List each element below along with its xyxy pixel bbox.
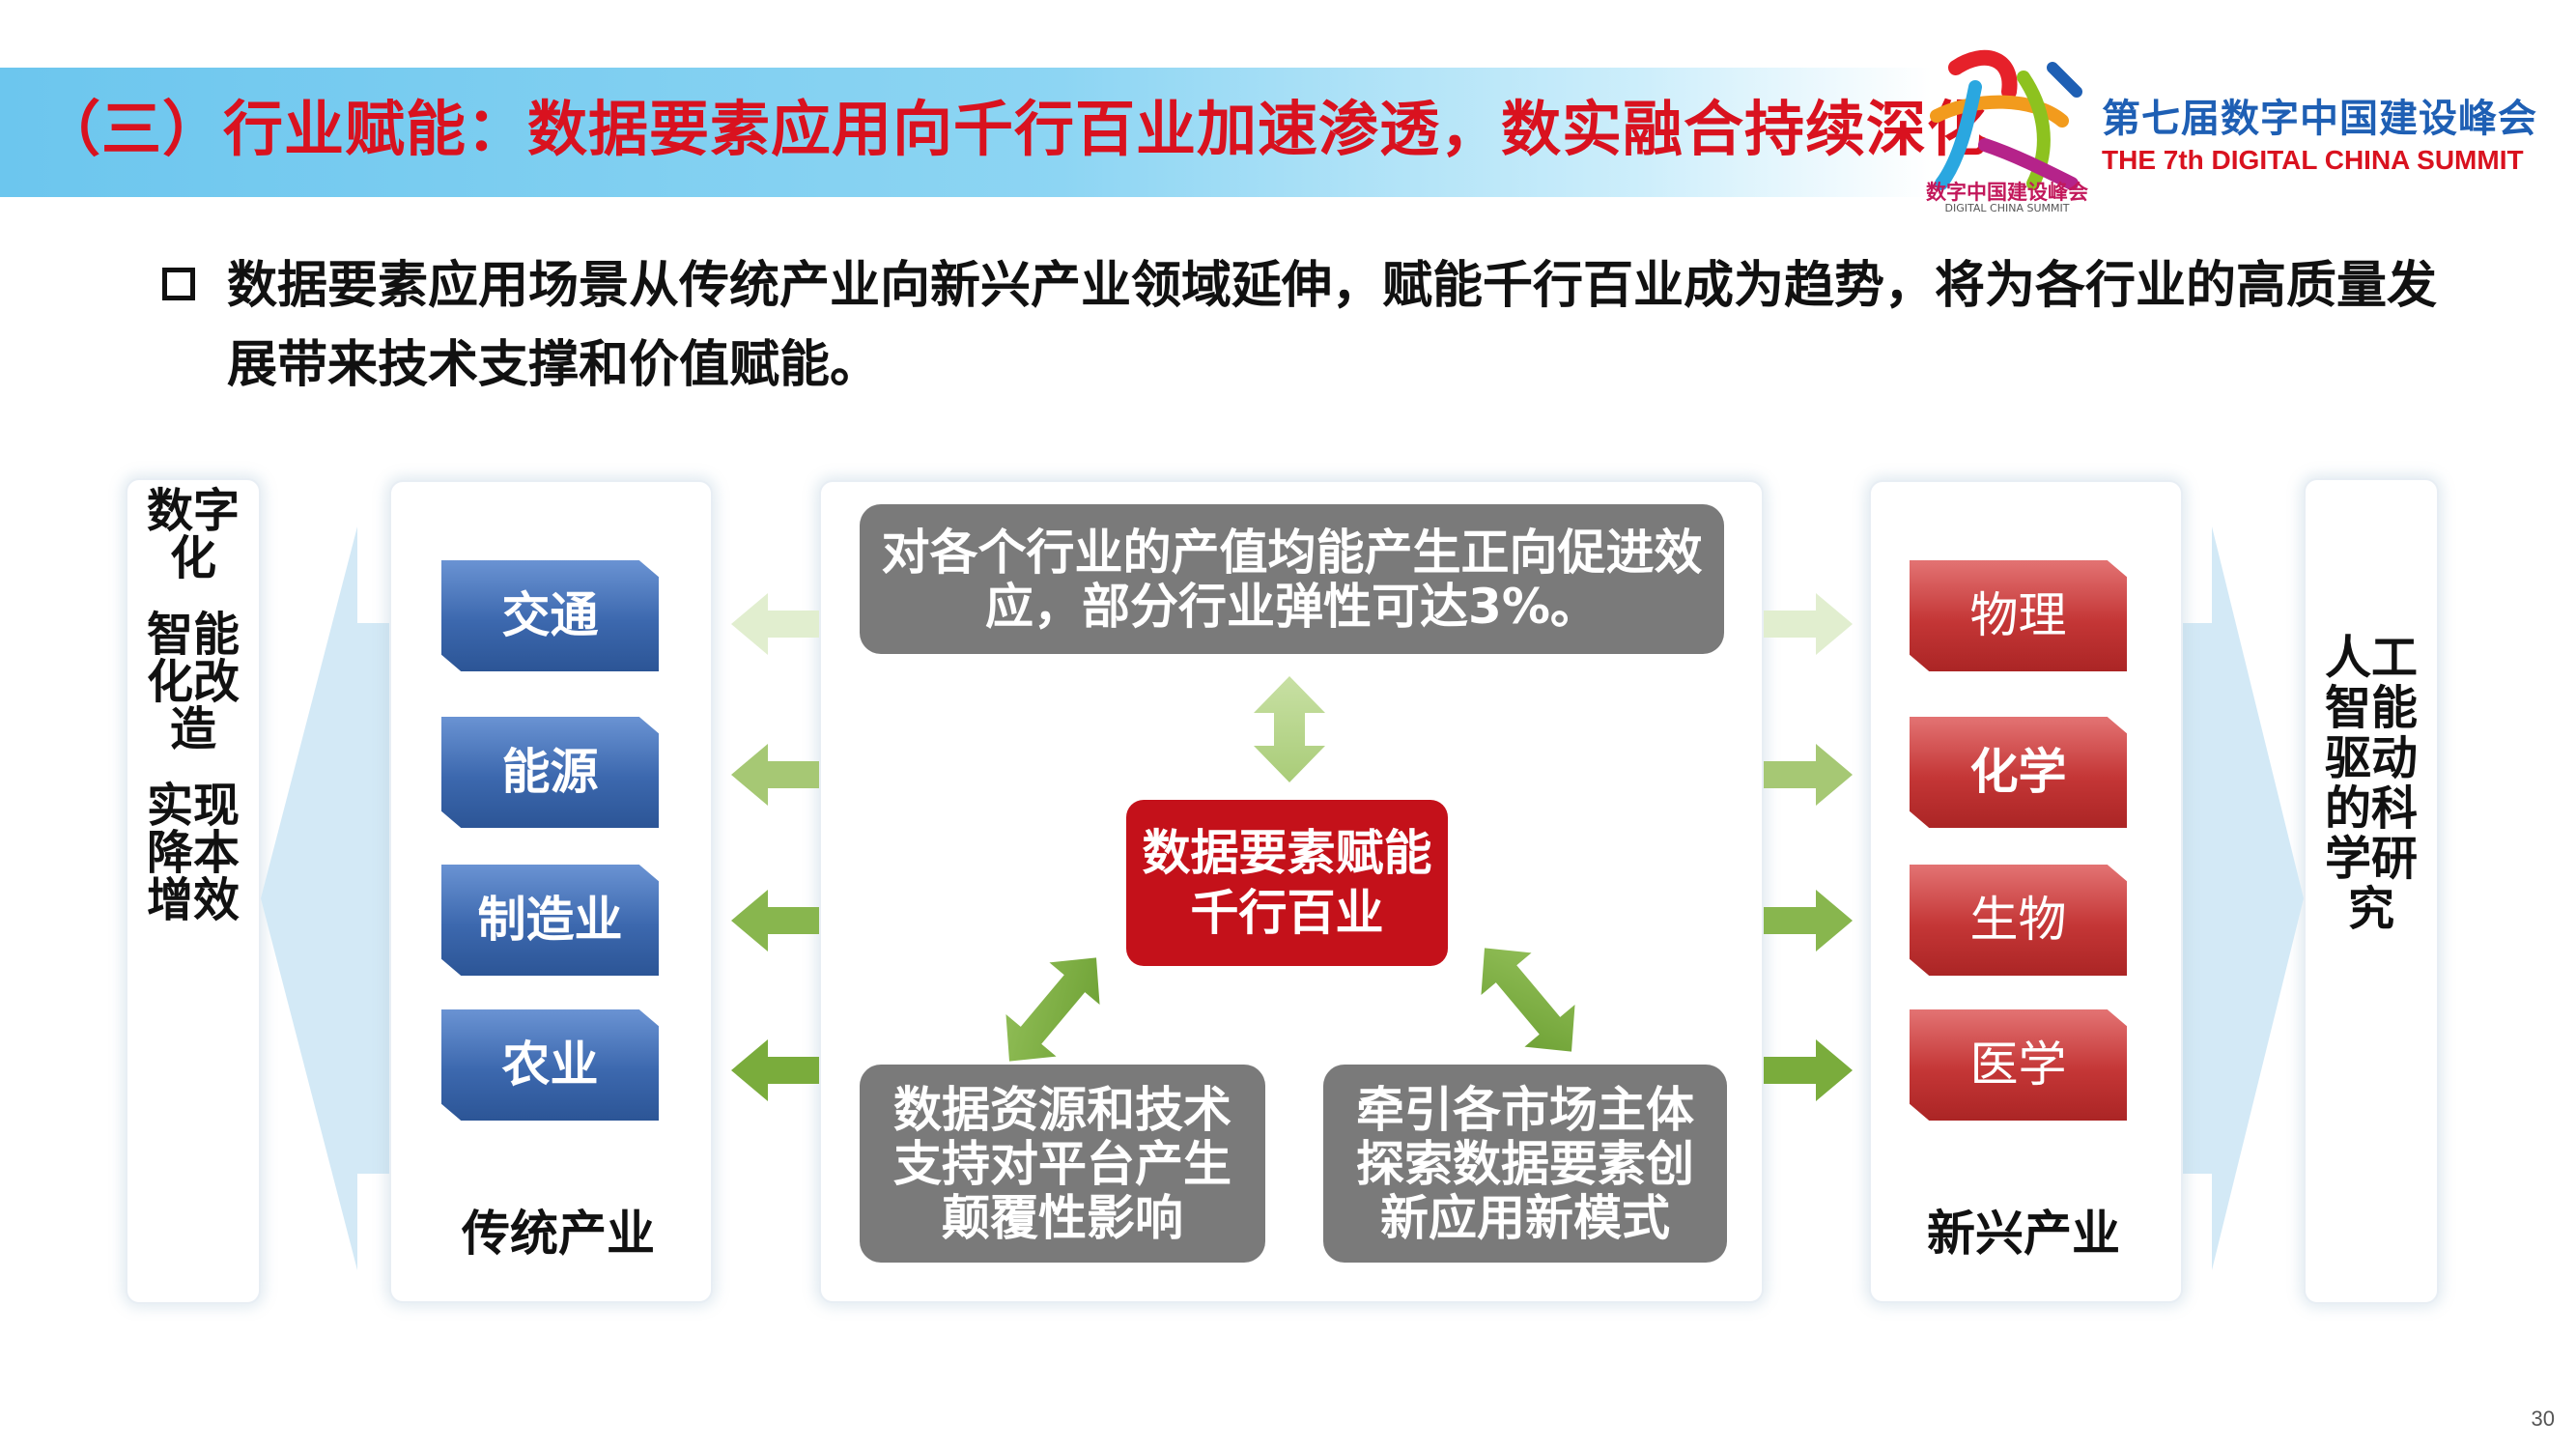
left-arrow-icon <box>731 1039 819 1101</box>
header-band <box>0 68 1932 197</box>
right-side-panel <box>2304 478 2439 1304</box>
left-side-line-1: 数字化 <box>146 484 240 585</box>
traditional-industry-label: 传统产业 <box>462 1206 655 1262</box>
left-side-line-2: 智能化改造 <box>146 608 240 756</box>
right-side-vertical-text: 人工智能驱动的科学研究 <box>2324 631 2418 936</box>
double-arrow-diagonal-icon <box>1481 948 1575 1052</box>
industry-box-chemistry: 化学 <box>1910 717 2127 828</box>
page-number: 30 <box>2531 1406 2555 1431</box>
emerging-industry-label: 新兴产业 <box>1927 1206 2120 1262</box>
logo-caption-english: DIGITAL CHINA SUMMIT <box>1944 202 2070 214</box>
left-side-vertical-text: 数字化 智能化改造 实现降本增效 <box>145 488 241 924</box>
right-big-arrow-icon <box>2183 526 2304 1270</box>
industry-box-transport: 交通 <box>441 560 659 671</box>
effect-box-bottom-left: 数据资源和技术支持对平台产生颠覆性影响 <box>860 1065 1265 1263</box>
left-arrow-icon <box>731 890 819 952</box>
page-title: （三）行业赋能：数据要素应用向千行百业加速渗透，数实融合持续深化 <box>41 94 1989 164</box>
industry-box-agriculture: 农业 <box>441 1009 659 1121</box>
industry-box-medicine: 医学 <box>1910 1009 2127 1121</box>
industry-box-energy: 能源 <box>441 717 659 828</box>
left-arrow-icon <box>731 744 819 806</box>
core-box: 数据要素赋能千行百业 <box>1126 800 1448 966</box>
industry-box-manufacturing: 制造业 <box>441 865 659 976</box>
left-arrow-icon <box>731 593 819 655</box>
summit-name-english: THE 7th DIGITAL CHINA SUMMIT <box>2102 145 2524 175</box>
summit-logo <box>1930 49 2082 190</box>
right-arrow-icon <box>1764 593 1853 655</box>
logo-caption: 数字中国建设峰会 <box>1926 181 2088 204</box>
summit-name-chinese: 第七届数字中国建设峰会 <box>2102 97 2537 141</box>
effect-box-bottom-right: 牵引各市场主体探索数据要素创新应用新模式 <box>1323 1065 1727 1263</box>
bullet-square-icon <box>162 268 195 300</box>
right-arrow-icon <box>1764 890 1853 952</box>
double-arrow-vertical-icon <box>1254 676 1325 782</box>
effect-box-top: 对各个行业的产值均能产生正向促进效应，部分行业弹性可达3%。 <box>860 504 1724 654</box>
bullet-text: 数据要素应用场景从传统产业向新兴产业领域延伸，赋能千行百业成为趋势，将为各行业的… <box>227 257 2438 394</box>
double-arrow-diagonal-icon <box>1005 957 1100 1062</box>
industry-box-biology: 生物 <box>1910 865 2127 976</box>
right-arrow-icon <box>1764 744 1853 806</box>
left-side-panel <box>126 478 261 1304</box>
industry-box-physics: 物理 <box>1910 560 2127 671</box>
left-side-line-3: 实现降本增效 <box>146 779 240 927</box>
left-big-arrow-icon <box>261 526 389 1270</box>
right-arrow-icon <box>1764 1039 1853 1101</box>
